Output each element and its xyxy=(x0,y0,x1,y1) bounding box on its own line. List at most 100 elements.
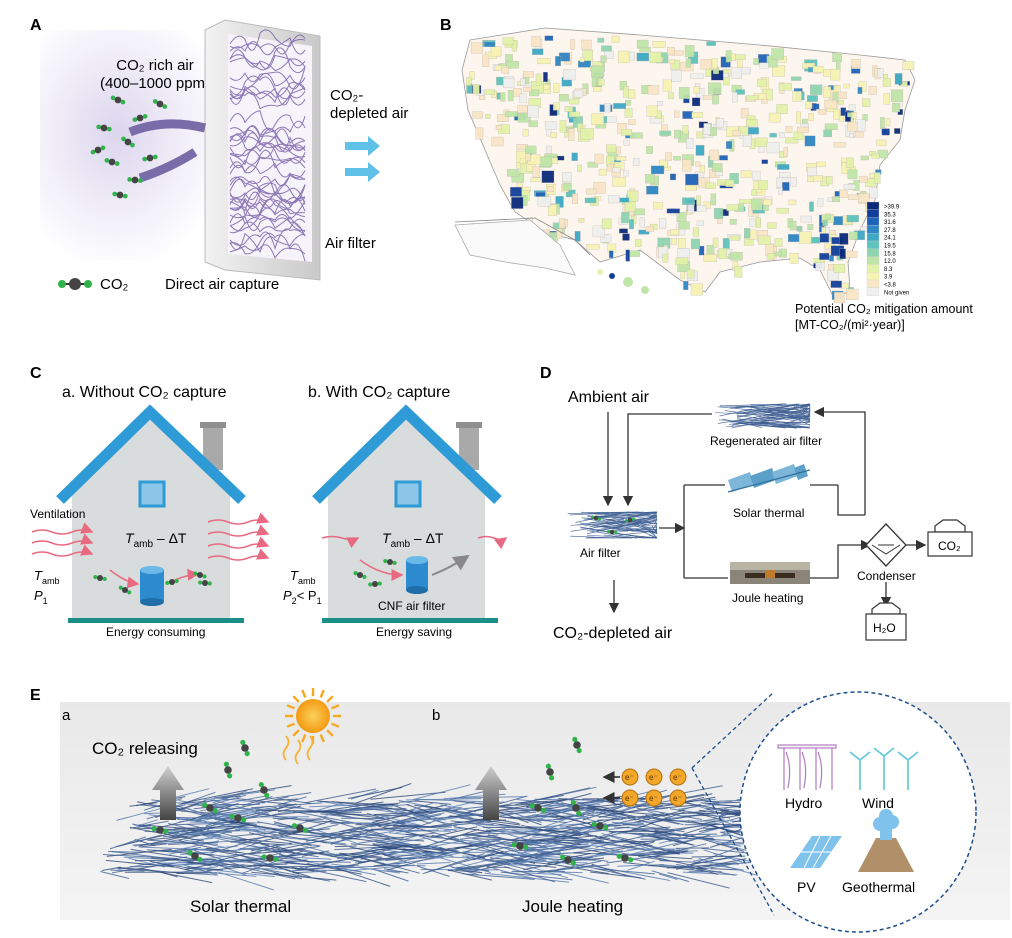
co2-molecule xyxy=(118,585,132,595)
panel-e: E a b CO₂ releasing e⁻e⁻e⁻e⁻e⁻e⁻ Solar t… xyxy=(30,687,1010,933)
electron xyxy=(645,768,663,786)
co2-molecule xyxy=(121,136,135,148)
legend-entry: <3.8 xyxy=(884,283,897,289)
legend-entry: 31.6 xyxy=(884,220,896,226)
co2-molecule xyxy=(616,853,634,863)
joule-heating-caption: Joule heating xyxy=(522,897,623,916)
temp-label-a: Tamb – ΔT xyxy=(125,530,187,550)
electron xyxy=(669,789,687,807)
air-filter-image xyxy=(567,511,658,539)
panel-label-a: A xyxy=(30,17,42,34)
electron-label: e⁻ xyxy=(673,794,682,803)
co2-molecules-air xyxy=(90,95,168,199)
depleted-arrows xyxy=(345,136,380,182)
ventilation-label: Ventilation xyxy=(30,507,85,521)
co2-molecules-release xyxy=(151,736,634,866)
tamb-label-b: Tamb xyxy=(290,568,315,586)
p1-label-a: P1 xyxy=(34,588,48,606)
electron-label: e⁻ xyxy=(649,773,658,782)
wind-label: Wind xyxy=(862,795,894,811)
clean-arrow-b xyxy=(431,554,470,576)
legend-entry: 35.3 xyxy=(884,212,896,218)
co2-molecule xyxy=(291,823,309,833)
co2-molecule xyxy=(560,854,576,866)
solar-thermal-label-d: Solar thermal xyxy=(733,506,804,520)
co2-bottle-label: CO₂ xyxy=(938,539,961,553)
electron-label: e⁻ xyxy=(625,773,634,782)
legend-swatch xyxy=(866,248,880,257)
legend-swatch xyxy=(866,217,880,226)
direct-air-capture-caption: Direct air capture xyxy=(165,276,279,293)
house-without-capture xyxy=(56,404,246,623)
release-arrow-b xyxy=(475,766,507,820)
co2-molecule xyxy=(193,571,207,579)
co2-molecule xyxy=(198,579,212,587)
inflow-arrow-b xyxy=(321,535,360,549)
house-with-capture xyxy=(312,404,502,623)
co2-molecule xyxy=(606,529,618,535)
co2-molecule xyxy=(258,782,270,798)
sub-label-b: b xyxy=(432,707,440,724)
panel-label-b: B xyxy=(440,17,452,34)
co2-molecule xyxy=(229,813,247,823)
co2-molecule xyxy=(240,739,250,757)
co2-molecule xyxy=(202,802,218,814)
solar-thermal-image xyxy=(727,464,811,493)
co2-molecule xyxy=(570,800,582,816)
depleted-label-2: depleted air xyxy=(330,105,408,122)
air-filter-block xyxy=(204,19,321,281)
panel-c: C a. Without CO₂ capture b. With CO₂ cap… xyxy=(30,365,508,639)
co2-molecule xyxy=(624,517,636,523)
geothermal-icon xyxy=(858,809,914,872)
co2-molecule xyxy=(96,124,112,132)
us-county-map xyxy=(454,27,916,304)
co2-depleted-air-label: CO₂-depleted air xyxy=(553,625,673,642)
legend-swatch xyxy=(866,256,880,265)
cnf-filter-label: CNF air filter xyxy=(378,599,445,613)
hydro-label: Hydro xyxy=(785,795,823,811)
ventilation-arrows-in xyxy=(31,522,94,557)
co2-molecule xyxy=(110,95,126,105)
legend-entry: 12.0 xyxy=(884,259,896,265)
title-without-capture: a. Without CO₂ capture xyxy=(62,384,227,401)
renewable-energy-circle xyxy=(739,691,977,933)
map-legend: >39.935.331.627.824.119.515.812.08.33.9<… xyxy=(866,201,909,296)
co2-molecule xyxy=(511,842,529,850)
sun-icon xyxy=(285,688,341,744)
incoming-arrow-2 xyxy=(138,148,198,183)
legend-swatch xyxy=(866,233,880,242)
legend-entry: 19.5 xyxy=(884,244,896,250)
joule-heating-image xyxy=(730,562,810,584)
co2-molecule xyxy=(152,99,168,109)
ventilation-arrows-out xyxy=(207,512,270,561)
co2-molecule xyxy=(591,821,609,831)
co2-molecule xyxy=(90,145,106,155)
air-glow xyxy=(40,30,230,260)
temp-label-b: Tamb – ΔT xyxy=(382,530,444,550)
co2-bottle-icon xyxy=(927,519,973,557)
energy-consuming-label: Energy consuming xyxy=(106,625,205,639)
hydro-icon xyxy=(777,744,837,790)
legend-entry: 8.3 xyxy=(884,267,893,273)
heat-waves xyxy=(282,735,314,765)
pv-icon xyxy=(790,835,842,869)
depleted-label-1: CO₂- xyxy=(330,87,363,104)
co2-molecule xyxy=(132,114,148,122)
legend-unit: [MT-CO₂/(mi²·year)] xyxy=(795,318,905,332)
co2-molecule xyxy=(142,154,158,162)
legend-swatch xyxy=(866,272,880,281)
condenser-label: Condenser xyxy=(857,569,916,583)
p2-label-b: P2< P1 xyxy=(283,588,322,606)
air-filter-label: Air filter xyxy=(325,235,376,252)
tamb-label-a: Tamb xyxy=(34,568,59,586)
regenerated-filter-image xyxy=(715,403,811,429)
panel-label-d: D xyxy=(540,365,552,382)
sub-label-a: a xyxy=(62,707,71,724)
legend-swatch xyxy=(866,201,880,210)
electron xyxy=(621,789,639,807)
panel-label-c: C xyxy=(30,365,42,382)
electron xyxy=(621,768,639,786)
outflow-arrow-b xyxy=(477,535,508,550)
geothermal-label: Geothermal xyxy=(842,879,915,895)
electron-label: e⁻ xyxy=(625,794,634,803)
